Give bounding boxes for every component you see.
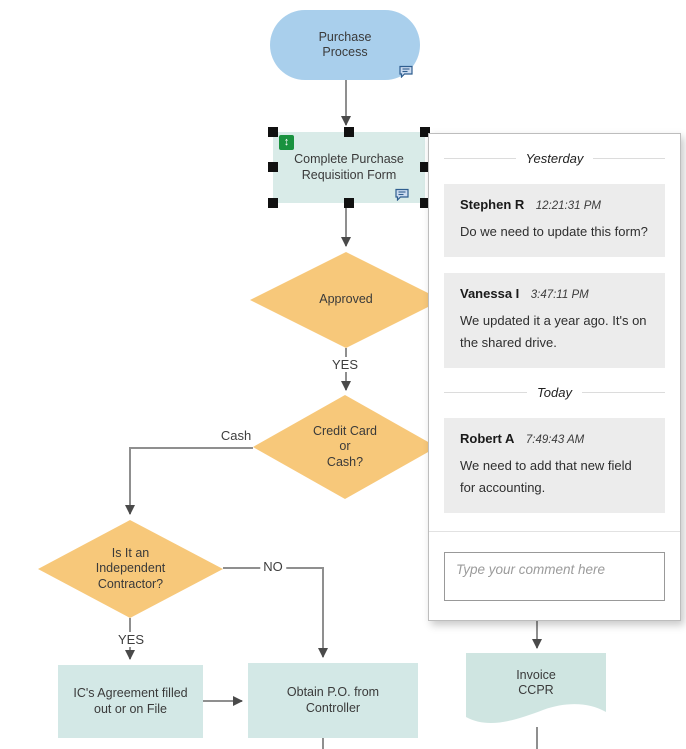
node-independent-contractor[interactable] xyxy=(38,520,223,618)
comment-card: Stephen R 12:21:31 PM Do we need to upda… xyxy=(444,184,665,258)
label-invoice[interactable]: Invoice CCPR xyxy=(516,667,556,697)
data-link-icon[interactable]: ↕ xyxy=(279,135,294,150)
comment-text: We updated it a year ago. It's on the sh… xyxy=(460,313,647,351)
comment-card: Vanessa I 3:47:11 PM We updated it a yea… xyxy=(444,273,665,369)
comment-timestamp: 12:21:31 PM xyxy=(535,200,601,212)
node-invoice-document[interactable] xyxy=(466,653,606,723)
divider-line xyxy=(444,157,516,159)
node-credit-card-or-cash[interactable] xyxy=(253,395,437,499)
comment-timestamp: 7:49:43 AM xyxy=(525,434,585,447)
selection-handle-w[interactable] xyxy=(268,162,278,172)
data-link-glyph: ↕ xyxy=(283,136,290,148)
connector-no-to-obtain-po[interactable] xyxy=(223,567,328,658)
comment-meta: Vanessa I 3:47:11 PM xyxy=(460,285,649,303)
comment-timestamp: 3:47:11 PM xyxy=(530,289,589,302)
edge-label-yes-approved: YES xyxy=(328,357,362,372)
edge-label-cash: Cash xyxy=(217,428,255,443)
comment-author: Vanessa I xyxy=(460,286,520,302)
panel-separator xyxy=(429,531,680,533)
comment-icon[interactable] xyxy=(395,188,409,201)
label-ic-agreement[interactable]: IC's Agreement filled out or on File xyxy=(73,686,188,716)
comment-text: We need to add that new field for accoun… xyxy=(460,458,632,496)
comment-card: Robert A 7:49:43 AM We need to add that … xyxy=(444,418,665,514)
label-complete-form[interactable]: Complete Purchase Requisition Form xyxy=(294,152,404,182)
day-divider-today: Today xyxy=(444,382,665,402)
label-credit-card-or-cash[interactable]: Credit Card or Cash? xyxy=(313,424,377,469)
day-divider-yesterday: Yesterday xyxy=(444,148,666,168)
comments-panel: Yesterday Stephen R 12:21:31 PM Do we ne… xyxy=(428,133,681,621)
selection-handle-n[interactable] xyxy=(344,127,354,137)
selection-handle-e[interactable] xyxy=(420,162,430,172)
comment-icon[interactable] xyxy=(399,65,413,78)
comment-meta: Stephen R 12:21:31 PM xyxy=(460,196,649,214)
comment-text: Do we need to update this form? xyxy=(460,224,648,239)
day-label: Yesterday xyxy=(525,150,584,166)
selection-handle-se[interactable] xyxy=(420,198,430,208)
divider-line xyxy=(593,157,666,159)
selection-handle-nw[interactable] xyxy=(268,127,278,137)
comment-meta: Robert A 7:49:43 AM xyxy=(460,430,649,448)
node-ic-agreement[interactable] xyxy=(58,665,203,738)
label-independent-contractor[interactable]: Is It an Independent Contractor? xyxy=(95,546,166,591)
edge-label-no-contractor: NO xyxy=(260,559,286,574)
node-approved[interactable] xyxy=(250,252,442,348)
selection-handle-ne[interactable] xyxy=(420,127,430,137)
label-obtain-po[interactable]: Obtain P.O. from Controller xyxy=(286,685,380,715)
comment-author: Stephen R xyxy=(460,197,525,212)
divider-line xyxy=(581,391,665,393)
divider-line xyxy=(444,391,528,393)
day-label: Today xyxy=(537,384,572,400)
edge-label-yes-contractor: YES xyxy=(114,632,148,647)
label-purchase-process[interactable]: Purchase Process xyxy=(318,29,372,59)
comment-input[interactable] xyxy=(444,552,665,602)
node-obtain-po[interactable] xyxy=(248,663,418,738)
label-approved[interactable]: Approved xyxy=(319,292,373,307)
selection-handle-sw[interactable] xyxy=(268,198,278,208)
connector-cash-to-contractor[interactable] xyxy=(125,447,253,515)
selection-handle-s[interactable] xyxy=(344,198,354,208)
node-purchase-process[interactable] xyxy=(270,10,420,80)
comment-author: Robert A xyxy=(460,431,515,447)
